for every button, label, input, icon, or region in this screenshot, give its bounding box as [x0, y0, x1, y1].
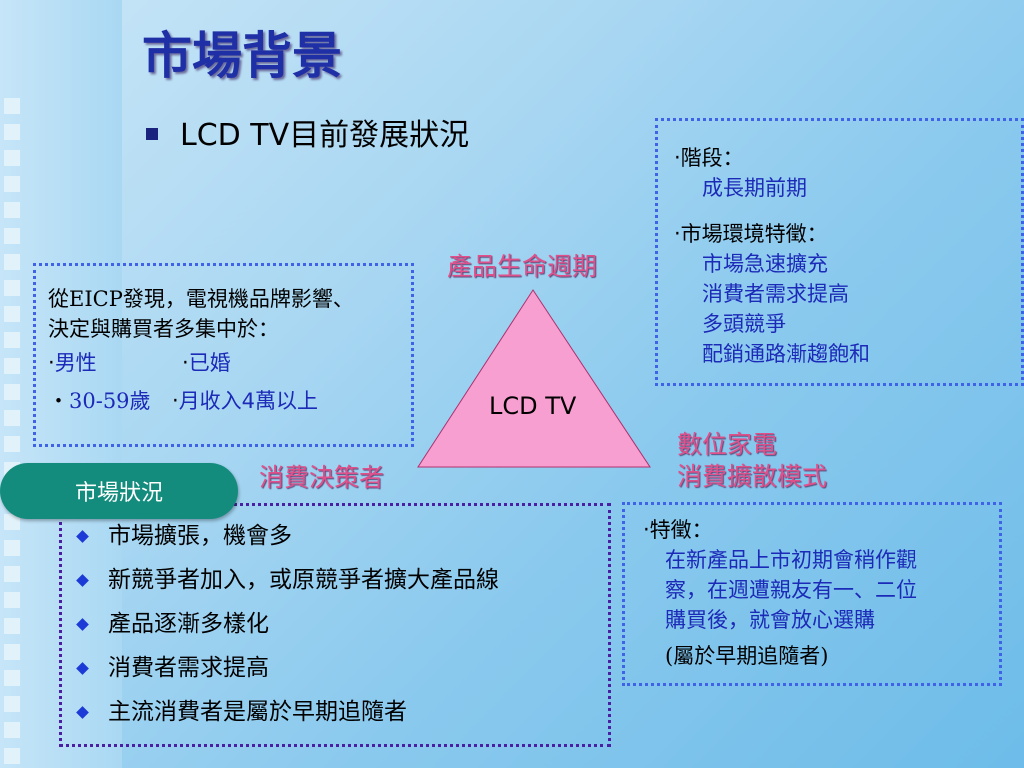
consumer-item-age: ‧30-59歲 [48, 386, 151, 416]
consumer-item-income: ‧月收入4萬以上 [172, 386, 318, 416]
consumer-item-male: ‧男性 [48, 348, 97, 378]
consumer-item-text: 已婚 [188, 351, 231, 375]
diamond-bullet-icon [76, 618, 89, 631]
decor-square [4, 384, 20, 400]
diffusion-line: 在新產品上市初期會稍作觀 [665, 548, 917, 572]
market-box: 市場擴張，機會多 新競爭者加入，或原競爭者擴大產品線 產品逐漸多樣化 消費者需求… [59, 503, 611, 747]
env-item: 配銷通路漸趨飽和 [702, 342, 870, 366]
decor-square [4, 176, 20, 192]
decor-square [4, 722, 20, 738]
decor-square [4, 228, 20, 244]
diffusion-line: 察，在週遭親友有一、二位 [665, 578, 917, 602]
decor-square [4, 592, 20, 608]
market-item: 消費者需求提高 [68, 646, 499, 690]
bullet-dot: ‧ [48, 351, 55, 375]
market-item-text: 消費者需求提高 [108, 655, 269, 681]
consumer-item-text: 男性 [54, 351, 97, 375]
feature-label: ‧特徵： [643, 518, 713, 542]
bullet-dot: ‧ [182, 351, 189, 375]
consumer-line2: 決定與購買者多集中於： [48, 317, 279, 341]
decor-square [4, 306, 20, 322]
stage-value: 成長期前期 [702, 176, 807, 200]
decor-square [4, 618, 20, 634]
decor-square [4, 124, 20, 140]
decor-square [4, 670, 20, 686]
market-item-text: 市場擴張，機會多 [108, 523, 292, 549]
market-item: 主流消費者是屬於早期追隨者 [68, 690, 499, 734]
diffusion-note: (屬於早期追隨者) [665, 644, 829, 668]
decor-square [4, 696, 20, 712]
decor-square [4, 280, 20, 296]
env-item: 消費者需求提高 [702, 282, 849, 306]
product-triangle [417, 289, 651, 468]
subheading: LCD TV目前發展狀況 [146, 110, 469, 154]
market-item-text: 產品逐漸多樣化 [108, 611, 269, 637]
env-item: 市場急速擴充 [702, 252, 828, 276]
consumer-item-married: ‧已婚 [182, 348, 231, 378]
square-bullet-icon [146, 127, 158, 140]
lifecycle-box: ‧階段： 成長期前期 ‧市場環境特徵： 市場急速擴充 消費者需求提高 多頭競爭 … [655, 118, 1024, 386]
diamond-bullet-icon [76, 662, 89, 675]
market-item: 產品逐漸多樣化 [68, 602, 499, 646]
market-list: 市場擴張，機會多 新競爭者加入，或原競爭者擴大產品線 產品逐漸多樣化 消費者需求… [68, 514, 499, 734]
diffusion-box: ‧特徵： 在新產品上市初期會稍作觀 察，在週遭親友有一、二位 購買後，就會放心選… [622, 502, 1002, 686]
decor-square [4, 98, 20, 114]
decor-square [4, 644, 20, 660]
decor-squares [0, 0, 30, 768]
consumer-item-text: 30-59歲 [69, 389, 151, 413]
decor-square [4, 358, 20, 374]
market-item-text: 主流消費者是屬於早期追隨者 [108, 699, 407, 725]
decision-maker-label: 消費決策者 [259, 463, 385, 492]
consumer-line1: 從EICP發現，電視機品牌影響、 [48, 287, 354, 311]
decor-square [4, 748, 20, 764]
decor-square [4, 254, 20, 270]
decor-square [4, 410, 20, 426]
diamond-bullet-icon [76, 574, 89, 587]
diamond-bullet-icon [76, 706, 89, 719]
env-label: ‧市場環境特徵： [674, 222, 828, 246]
decor-square [4, 150, 20, 166]
consumer-box: 從EICP發現，電視機品牌影響、 決定與購買者多集中於： ‧男性 ‧已婚 ‧30… [33, 263, 414, 447]
diamond-bullet-icon [76, 530, 89, 543]
page-title: 市場背景 [142, 27, 342, 85]
subheading-text: LCD TV目前發展狀況 [180, 118, 470, 153]
consumer-item-text: 月收入4萬以上 [178, 389, 319, 413]
market-item: 新競爭者加入，或原競爭者擴大產品線 [68, 558, 499, 602]
market-item-text: 新競爭者加入，或原競爭者擴大產品線 [108, 567, 499, 593]
market-status-pill: 市場狀況 [0, 463, 238, 519]
diffusion-label-line2: 消費擴散模式 [677, 462, 828, 491]
decor-square [4, 566, 20, 582]
bullet-dot: ‧ [48, 389, 69, 413]
decor-square [4, 202, 20, 218]
market-item: 市場擴張，機會多 [68, 514, 499, 558]
diffusion-line: 購買後，就會放心選購 [665, 608, 875, 632]
lifecycle-label: 產品生命週期 [447, 252, 598, 281]
diffusion-label-line1: 數位家電 [677, 430, 778, 459]
bullet-dot: ‧ [172, 389, 179, 413]
triangle-center-label: LCD TV [489, 392, 577, 420]
decor-square [4, 514, 20, 530]
decor-square [4, 436, 20, 452]
decor-square [4, 540, 20, 556]
triangle-shape [417, 289, 651, 468]
stage-label: ‧階段： [674, 146, 744, 170]
env-item: 多頭競爭 [702, 312, 786, 336]
decor-square [4, 332, 20, 348]
